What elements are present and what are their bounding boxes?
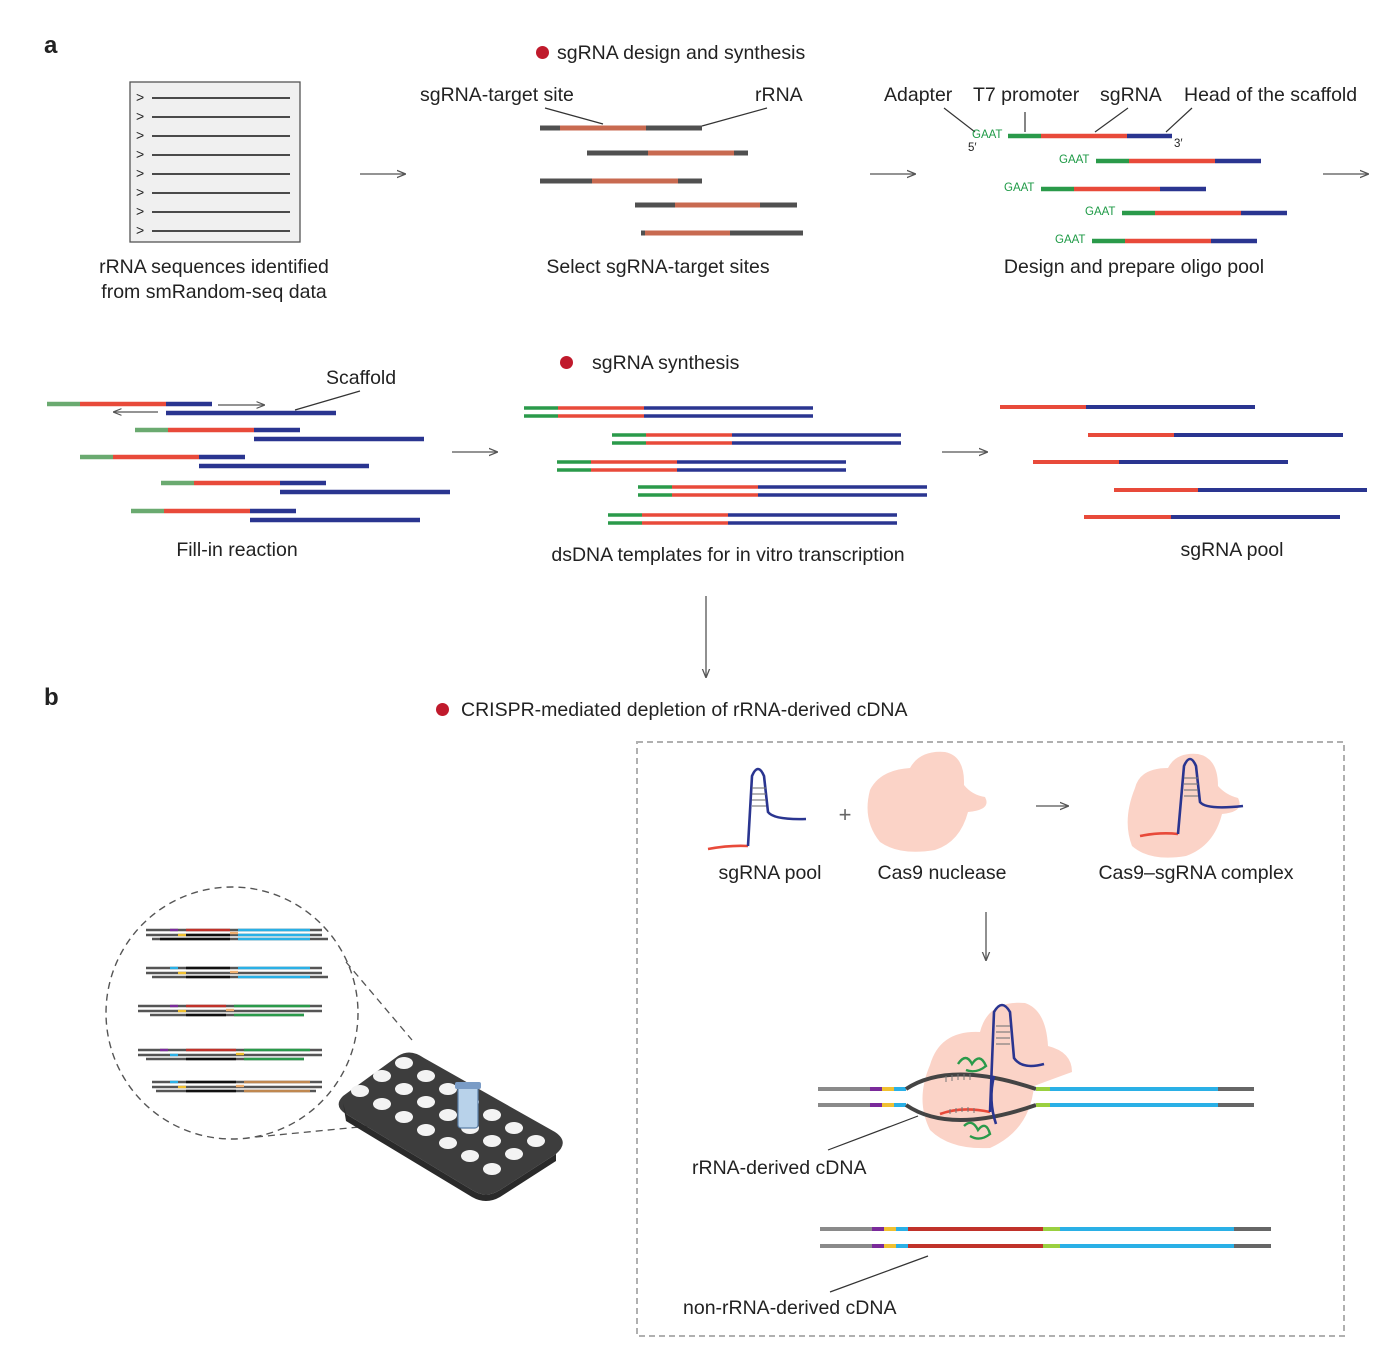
step2-caption: Select sgRNA-target sites (546, 256, 770, 278)
step1-caption-line1: rRNA sequences identified (99, 256, 329, 278)
well-plate-icon (338, 1052, 563, 1201)
gaat-label: GAAT (1004, 182, 1035, 194)
label-rrna: rRNA (755, 84, 803, 106)
dsdna-templates (524, 406, 927, 525)
leader-line (827, 1115, 919, 1151)
leader-line (701, 107, 768, 127)
header-crispr-depletion: CRISPR-mediated depletion of rRNA-derive… (461, 699, 908, 721)
prompt-glyph: > (136, 146, 145, 162)
prompt-glyph: > (136, 89, 145, 105)
step6-caption: sgRNA pool (1180, 539, 1284, 561)
label-cas9-sgrna-complex: Cas9–sgRNA complex (1098, 862, 1294, 884)
gaat-label: GAAT (1059, 154, 1090, 166)
fill-in-reaction (47, 401, 450, 523)
label-rrna-cdna: rRNA-derived cDNA (692, 1157, 867, 1179)
library-zoom-circle (105, 886, 413, 1140)
rrna-cdna-cleavage (818, 1002, 1254, 1149)
sgrna-pool-strands (1000, 405, 1367, 519)
prompt-glyph: > (136, 222, 145, 238)
label-scaffold: Scaffold (326, 367, 397, 389)
cas9-sgrna-complex-icon (1127, 753, 1244, 858)
rrna-target-sites (540, 125, 803, 236)
label-scaffold-head: Head of the scaffold (1184, 84, 1358, 106)
step5-caption: dsDNA templates for in vitro transcripti… (551, 544, 905, 566)
leader-line (544, 107, 604, 125)
label-target-site: sgRNA-target site (420, 84, 574, 106)
label-sgrna-pool: sgRNA pool (718, 862, 822, 884)
label-cas9-nuclease: Cas9 nuclease (877, 862, 1007, 884)
label-non-rrna-cdna: non-rRNA-derived cDNA (683, 1297, 897, 1319)
red-bullet-icon (436, 703, 449, 716)
red-bullet-icon (536, 46, 549, 59)
three-prime-label: 3′ (1174, 138, 1183, 150)
sgrna-hairpin-icon (707, 767, 807, 851)
step4-caption: Fill-in reaction (176, 539, 298, 561)
five-prime-label: 5′ (968, 142, 977, 154)
panel-label-b: b (44, 684, 59, 711)
prompt-glyph: > (136, 165, 145, 181)
oligo-leader-lines (943, 107, 1193, 133)
step1-caption-line2: from smRandom-seq data (101, 281, 327, 303)
header-sgrna-design: sgRNA design and synthesis (557, 42, 806, 64)
panel-label-a: a (44, 32, 58, 59)
sequence-document-icon (129, 81, 301, 243)
prompt-glyph: > (136, 127, 145, 143)
step3-caption: Design and prepare oligo pool (1003, 256, 1265, 278)
leader-line (829, 1255, 929, 1293)
prompt-glyph: > (136, 108, 145, 124)
crispr-box (636, 741, 1345, 1337)
plus-sign: + (838, 802, 852, 827)
red-bullet-icon (560, 356, 573, 369)
prompt-glyph: > (136, 184, 145, 200)
label-t7-promoter: T7 promoter (973, 84, 1080, 106)
oligo-pool (1008, 133, 1287, 244)
gaat-label: GAAT (972, 129, 1003, 141)
header-sgrna-synthesis: sgRNA synthesis (592, 352, 740, 374)
prompt-glyph: > (136, 203, 145, 219)
cas9-nuclease-icon (867, 751, 987, 852)
non-rrna-cdna (820, 1227, 1271, 1248)
gaat-label: GAAT (1055, 234, 1086, 246)
gaat-label: GAAT (1085, 206, 1116, 218)
leader-line (294, 390, 361, 411)
label-adapter: Adapter (884, 84, 953, 106)
label-sgrna: sgRNA (1100, 84, 1162, 106)
